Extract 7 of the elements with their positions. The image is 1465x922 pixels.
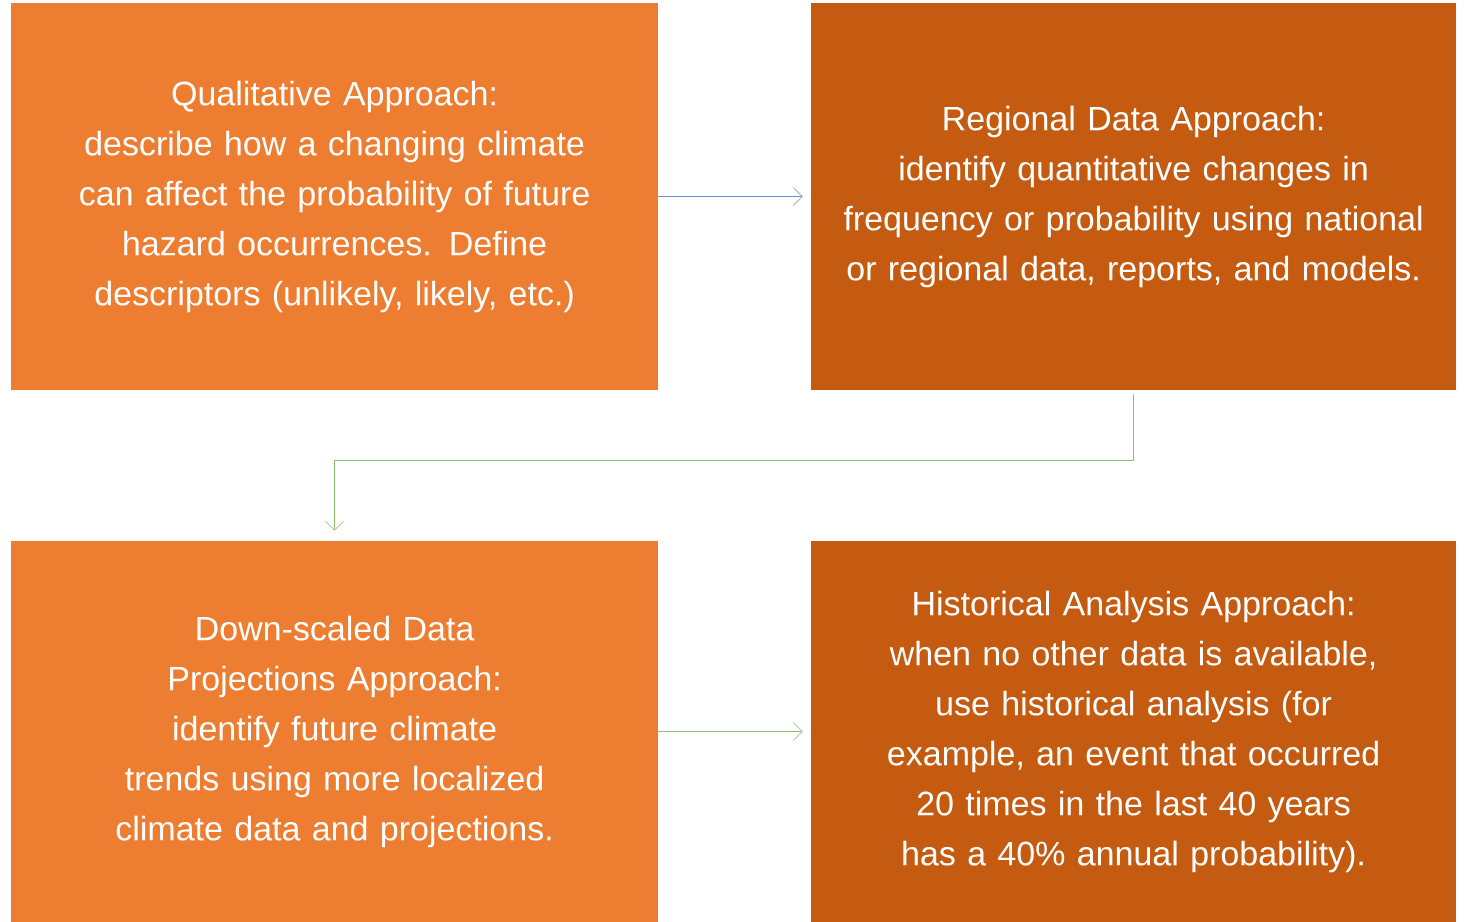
arrow	[325, 393, 1134, 531]
arrow	[657, 722, 803, 741]
approach-box: Regional Data Approach: identify quantitative changes in frequency or probability using national or regional data, reports, and models.	[811, 3, 1456, 390]
approach-box: Down-scaled Data Projections Approach: identify future climate trends using more localized climate data and projections.	[11, 541, 658, 922]
approach-box: Historical Analysis Approach: when no other data is available, use historical analysis (for example, an event that occurred 20 times in the last 40 years has a 40% annual probability).	[811, 541, 1456, 922]
approach-box: Qualitative Approach: describe how a changing climate can affect the probability of future hazard occurrences. Define descriptors (unlikely, likely, etc.)	[11, 3, 658, 390]
arrow	[657, 187, 803, 206]
